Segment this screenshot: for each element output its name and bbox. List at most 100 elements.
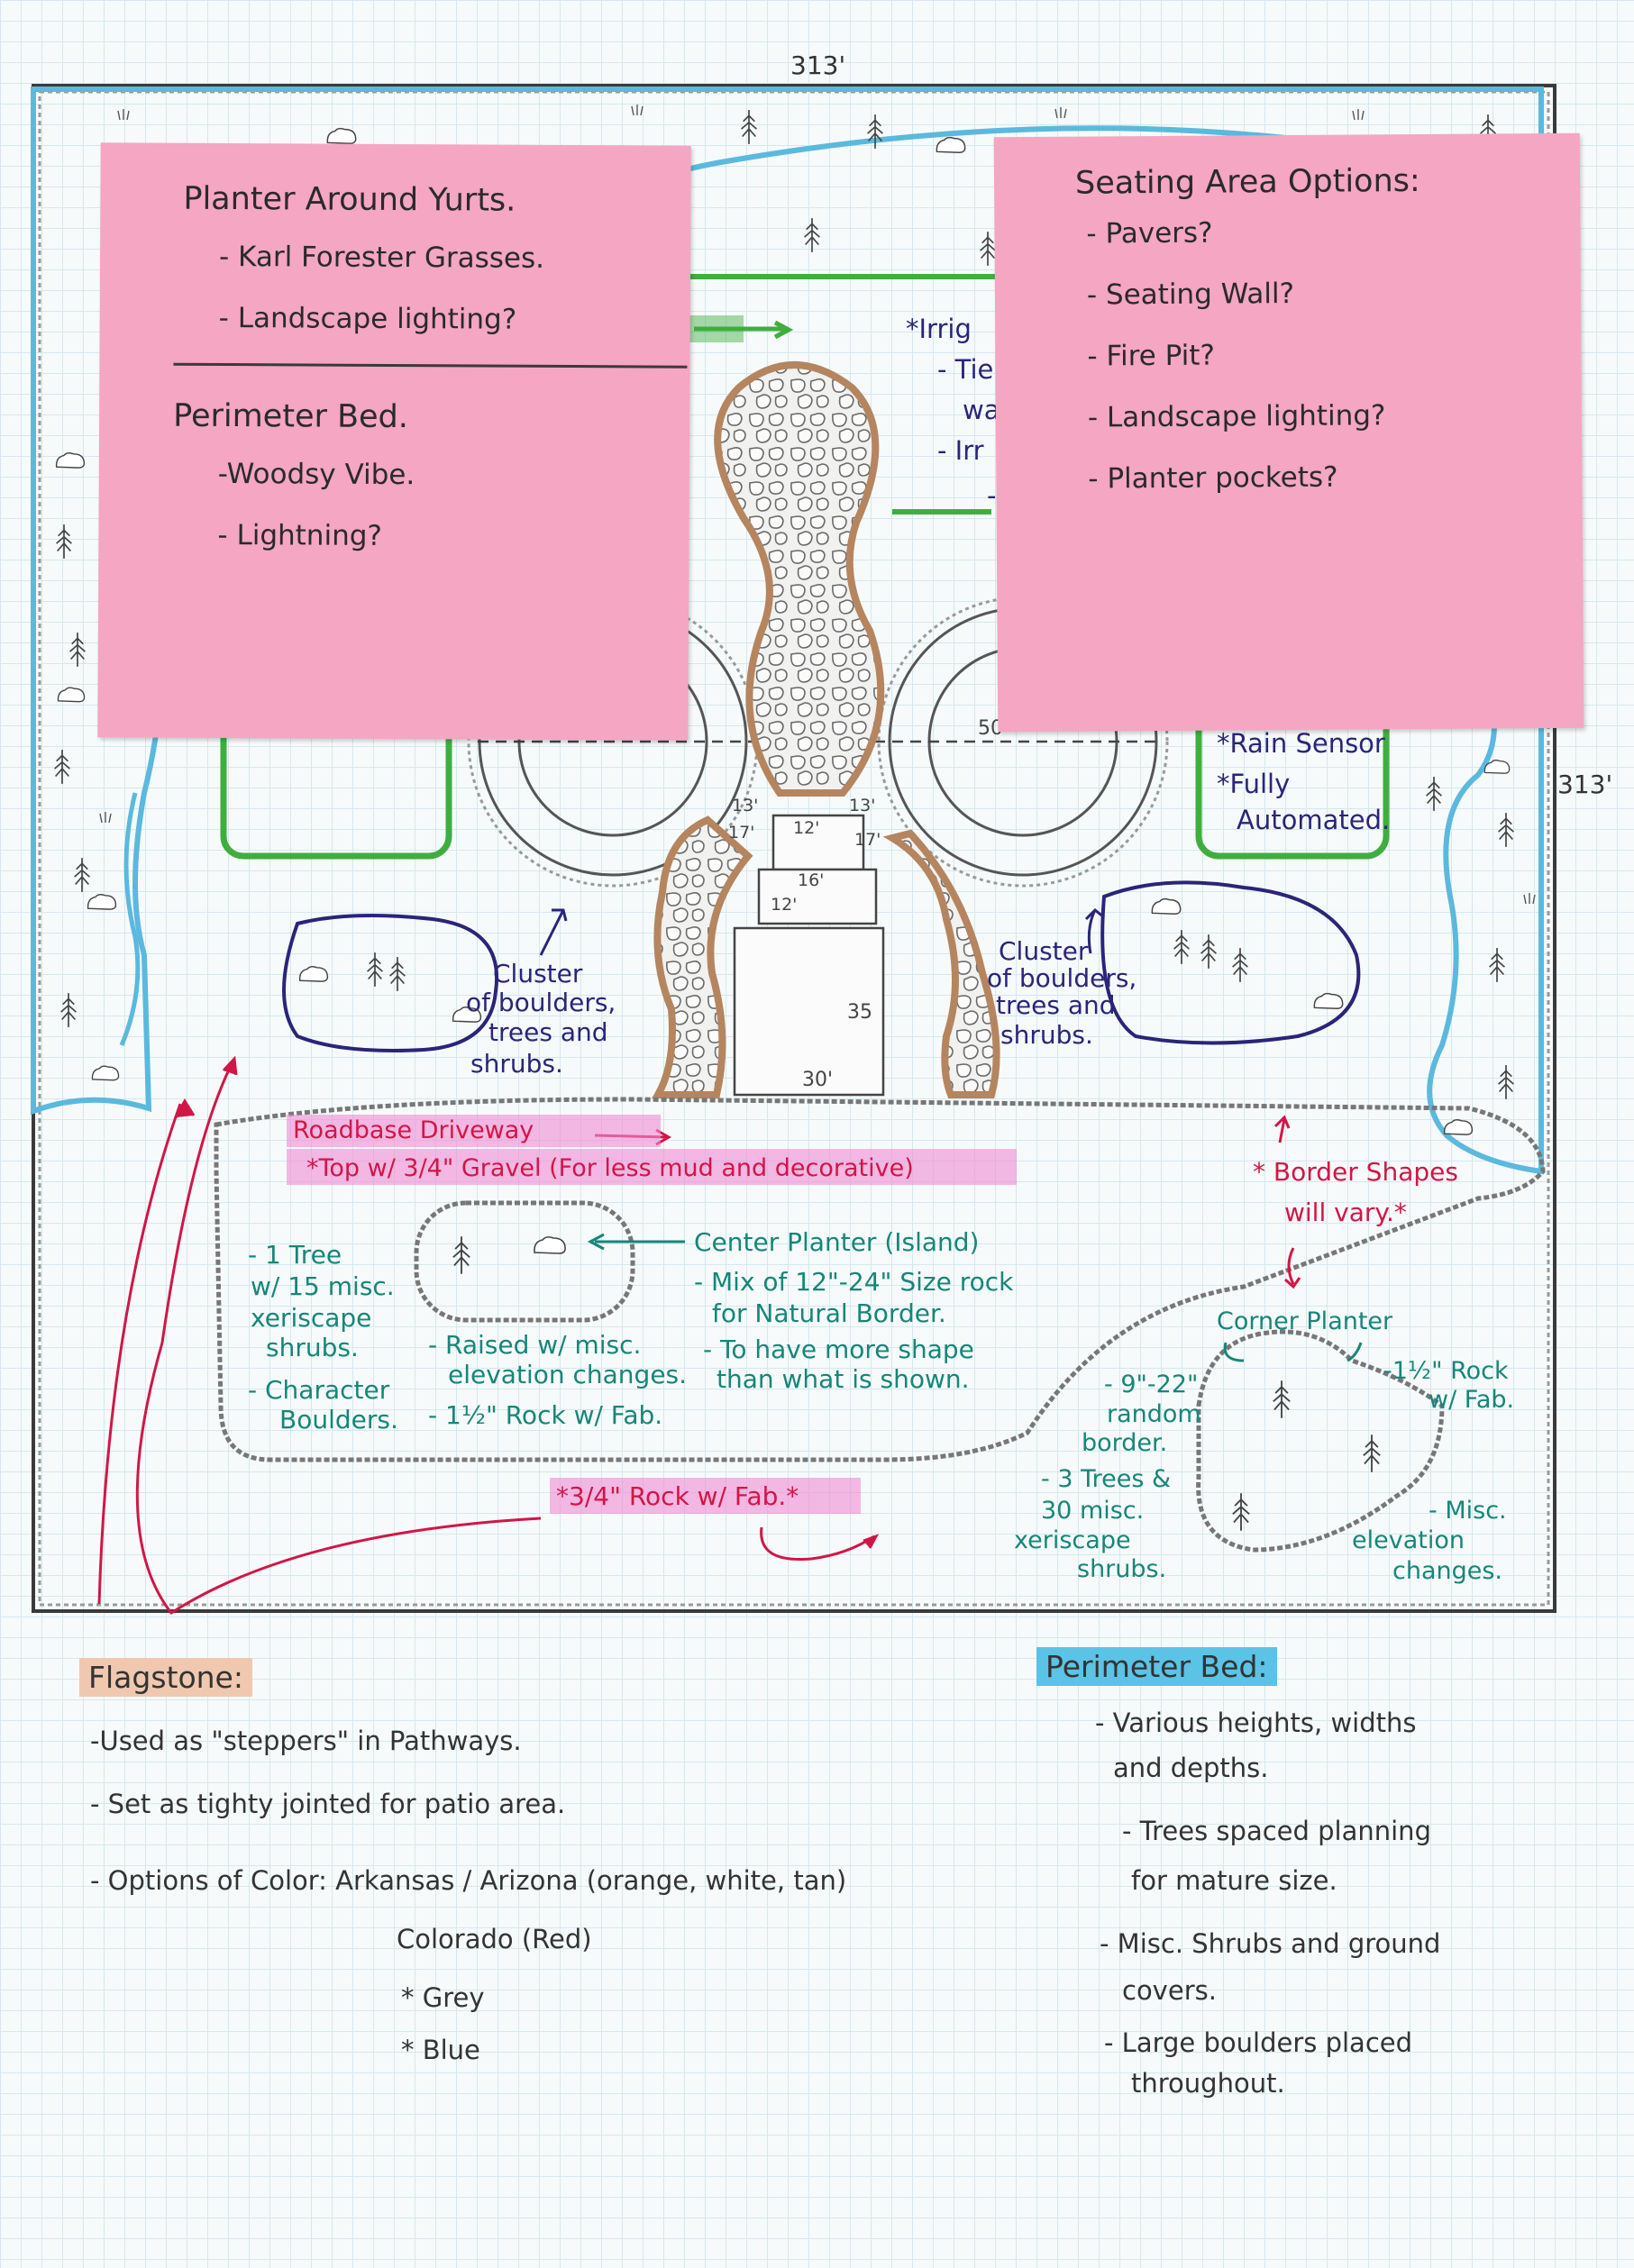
sticky-note-seating-area: Seating Area Options: - Pavers? - Seatin… <box>993 132 1584 733</box>
patio-area <box>733 814 885 1097</box>
note-title-yurts: Planter Around Yurts. <box>183 180 516 219</box>
dim-17-left: 17' <box>728 823 754 843</box>
legend-flagstone-item: - Set as tighty jointed for patio area. <box>90 1789 566 1819</box>
island-left-2: w/ 15 misc. <box>251 1271 395 1301</box>
island-left-6: Boulders. <box>279 1405 398 1435</box>
legend-flagstone-item: Colorado (Red) <box>397 1924 592 1954</box>
flagstone-path-left <box>652 815 753 1098</box>
dim-17-right: 17' <box>854 830 881 850</box>
legend-flagstone-item: * Grey <box>401 1982 485 2013</box>
legend-flagstone-item: -Used as "steppers" in Pathways. <box>90 1726 522 1756</box>
corner-planter <box>1196 1329 1445 1553</box>
note-item: - Landscape lighting? <box>218 301 517 336</box>
irrigation-fully: *Fully <box>1217 769 1290 799</box>
sticky-note-yurt-planter: Planter Around Yurts. - Karl Forester Gr… <box>97 142 691 741</box>
island-right-4: than what is shown. <box>717 1364 970 1394</box>
corner-elev-1: - Misc. <box>1429 1497 1507 1525</box>
corner-trees-3: xeriscape <box>1014 1526 1131 1554</box>
island-right-3: - To have more shape <box>703 1334 974 1364</box>
legend-perimeter-item: for mature size. <box>1131 1865 1337 1896</box>
corner-trees-1: - 3 Trees & <box>1041 1465 1171 1493</box>
legend-perimeter-item: throughout. <box>1131 2068 1285 2099</box>
legend-perimeter-item: and depths. <box>1113 1753 1269 1783</box>
driveway-outline <box>214 1097 1546 1462</box>
island-bed <box>414 1200 635 1323</box>
cluster-left-2: of boulders, <box>466 988 616 1017</box>
island-mid-1: - Raised w/ misc. <box>428 1330 641 1360</box>
legend-perimeter-item: - Trees spaced planning <box>1122 1816 1431 1846</box>
note-item: - Fire Pit? <box>1087 339 1215 373</box>
legend-perimeter-item: covers. <box>1122 1975 1217 2006</box>
note-item: - Pavers? <box>1086 216 1213 250</box>
flagstone-path-top <box>714 361 885 797</box>
irrigation-partial-4: - Irr <box>937 435 984 466</box>
note-title-perimeter: Perimeter Bed. <box>173 397 409 436</box>
corner-title: Corner Planter <box>1217 1307 1393 1335</box>
island-right-2: for Natural Border. <box>712 1298 946 1328</box>
dim-16: 16' <box>798 870 824 890</box>
corner-elev-2: elevation <box>1352 1526 1465 1554</box>
irrigation-partial-2: - Tie <box>937 354 993 385</box>
cluster-left-1: Cluster <box>493 959 583 988</box>
irrigation-rain-sensor: *Rain Sensor <box>1217 728 1385 759</box>
corner-border-1: - 9"-22" <box>1104 1371 1198 1398</box>
cluster-bed-right <box>1100 880 1361 1045</box>
border-shapes-2: will vary.* <box>1284 1198 1407 1227</box>
dim-13-right: 13' <box>849 796 875 815</box>
dim-30: 30' <box>802 1069 833 1091</box>
cluster-left-3: trees and <box>488 1017 608 1047</box>
legend-perimeter-heading: Perimeter Bed: <box>1036 1647 1277 1686</box>
legend-flagstone-item: - Options of Color: Arkansas / Arizona (… <box>90 1865 847 1896</box>
irrigation-partial-5: - <box>987 480 996 511</box>
dimension-top: 313' <box>790 50 845 80</box>
note-item: - Seating Wall? <box>1086 277 1295 312</box>
corner-elev-3: changes. <box>1392 1557 1502 1585</box>
island-left-3: xeriscape <box>251 1303 371 1333</box>
cluster-right-2: of boulders, <box>987 963 1136 993</box>
corner-border-3: border. <box>1082 1429 1167 1457</box>
legend-perimeter-item: - Large boulders placed <box>1104 2027 1413 2058</box>
driveway-gravel-note: *Top w/ 3/4" Gravel (For less mud and de… <box>306 1154 914 1182</box>
cluster-right-4: shrubs. <box>1000 1020 1093 1050</box>
note-item: - Planter pockets? <box>1088 460 1338 496</box>
cluster-right-1: Cluster <box>999 936 1089 966</box>
note-item: - Lightning? <box>217 518 382 552</box>
legend-flagstone-item: * Blue <box>401 2035 480 2065</box>
border-shapes-1: * Border Shapes <box>1253 1157 1458 1187</box>
corner-rock-2: w/ Fab. <box>1429 1386 1514 1414</box>
irrigation-partial-3: wa <box>963 395 1000 425</box>
note-divider <box>173 362 688 369</box>
island-left-5: - Character <box>248 1375 390 1405</box>
dim-13-left: 13' <box>732 796 758 815</box>
cluster-right-3: trees and <box>996 990 1116 1020</box>
island-left-1: - 1 Tree <box>248 1240 342 1270</box>
legend-perimeter-item: - Misc. Shrubs and ground <box>1100 1928 1441 1959</box>
corner-rock-1: -1½" Rock <box>1383 1357 1509 1385</box>
cluster-left-4: shrubs. <box>470 1049 563 1079</box>
island-mid-2: elevation changes. <box>448 1360 687 1389</box>
rock-fabric-label: *3/4" Rock w/ Fab.* <box>556 1481 799 1511</box>
dim-12-top: 12' <box>793 818 819 838</box>
dim-35: 35 <box>847 1001 872 1024</box>
island-mid-3: - 1½" Rock w/ Fab. <box>428 1400 662 1430</box>
legend-perimeter-item: - Various heights, widths <box>1095 1708 1417 1738</box>
note-item: - Landscape lighting? <box>1087 399 1386 434</box>
legend-flagstone-heading: Flagstone: <box>79 1658 252 1697</box>
corner-border-2: random <box>1107 1400 1201 1428</box>
note-item: - Karl Forester Grasses. <box>218 240 545 275</box>
corner-trees-4: shrubs. <box>1077 1555 1166 1583</box>
irrigation-partial-1: *Irrig <box>906 314 972 344</box>
irrigation-automated: Automated. <box>1237 805 1390 835</box>
island-left-4: shrubs. <box>266 1333 359 1362</box>
cluster-bed-left <box>282 914 499 1052</box>
island-title: Center Planter (Island) <box>694 1227 979 1257</box>
perimeter-bed-boundary <box>31 87 1544 1175</box>
dimension-right: 313' <box>1557 770 1612 799</box>
note-item: -Woodsy Vibe. <box>217 457 415 492</box>
corner-trees-2: 30 misc. <box>1041 1497 1144 1525</box>
dim-12-mid: 12' <box>771 895 797 915</box>
island-right-1: - Mix of 12"-24" Size rock <box>694 1267 1014 1297</box>
flagstone-path-right <box>882 829 1000 1098</box>
driveway-label: Roadbase Driveway <box>293 1116 534 1144</box>
